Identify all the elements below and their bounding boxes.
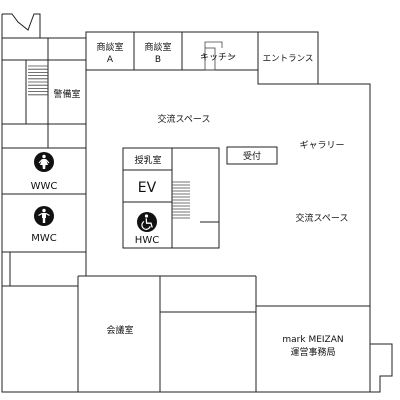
exchange-space-top-label: 交流スペース (158, 113, 211, 125)
mens-toilet-icon (34, 206, 54, 226)
consult-room-b (133, 31, 183, 71)
kitchen-label: キッチン (200, 52, 236, 63)
left-corridor (9, 252, 87, 286)
exchange-space-right-label: 交流スペース (296, 212, 349, 224)
entrance-label: エントランス (263, 54, 314, 64)
wheelchair-icon (137, 212, 157, 232)
office-label-1: mark MEIZAN (282, 335, 343, 345)
entrance-room (257, 31, 319, 85)
consult-a-label-2: A (107, 55, 114, 65)
wwc-label: WWC (31, 181, 58, 192)
hwc-label: HWC (135, 235, 159, 246)
lower-walls (2, 275, 370, 392)
consult-a-label-1: 商談室 (96, 41, 123, 53)
gallery-label: ギャラリー (299, 140, 344, 151)
womens-toilet-icon (34, 152, 54, 172)
consult-b-label-1: 商談室 (144, 41, 171, 53)
reception-desk (226, 146, 278, 165)
elevator-label: EV (138, 180, 157, 196)
reception-label: 受付 (243, 150, 261, 162)
meeting-room-label: 会議室 (106, 324, 133, 336)
central-core (122, 147, 220, 249)
office-label-2: 運営事務局 (290, 346, 335, 358)
mwc-room (1, 193, 87, 253)
consult-b-label-2: B (155, 55, 161, 65)
security-label: 警備室 (53, 88, 80, 100)
nursing-label: 授乳室 (134, 154, 161, 166)
stair-left (2, 37, 86, 149)
mwc-label: MWC (31, 233, 57, 244)
